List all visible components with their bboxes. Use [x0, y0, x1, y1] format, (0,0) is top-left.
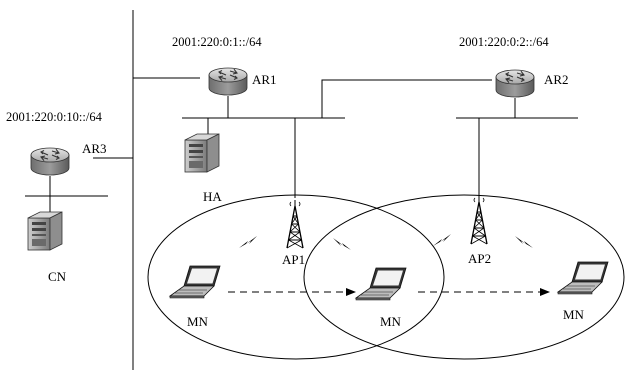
mobile-node-left-icon: [169, 265, 221, 299]
wireless-signal-icon: [433, 234, 451, 246]
ap1-label: AP1: [282, 252, 305, 267]
access-point-ap2-icon: [470, 195, 488, 245]
ar3-prefix-label: 2001:220:0:10::/64: [6, 110, 103, 124]
correspondent-node-server-icon: [27, 211, 63, 251]
router-ar1-icon: [208, 67, 248, 96]
mn-middle-label: MN: [380, 314, 402, 329]
router-ar3-icon: [30, 147, 70, 176]
mn-right-label: MN: [563, 307, 585, 322]
ar2-label: AR2: [544, 72, 569, 87]
ar1-ar2-link: [321, 79, 492, 118]
ap2-coverage-area: [303, 194, 625, 360]
ar3-label: AR3: [82, 141, 107, 156]
wireless-signal-icon: [515, 236, 533, 248]
ap2-label: AP2: [468, 251, 491, 266]
cn-label: CN: [48, 269, 67, 284]
ap1-coverage-area: [147, 194, 445, 360]
ar1-label: AR1: [252, 72, 277, 87]
home-agent-server-icon: [184, 133, 220, 173]
mn-left-label: MN: [187, 314, 209, 329]
mobile-node-middle-icon: [355, 267, 407, 301]
access-point-ap1-icon: [286, 199, 304, 249]
wireless-signal-icon: [333, 238, 351, 250]
ar2-prefix-label: 2001:220:0:2::/64: [459, 35, 549, 49]
ar1-prefix-label: 2001:220:0:1::/64: [172, 35, 262, 49]
ha-label: HA: [203, 189, 222, 204]
wireless-signal-icon: [239, 236, 257, 248]
mobile-node-right-icon: [557, 261, 609, 295]
router-ar2-icon: [495, 69, 535, 98]
